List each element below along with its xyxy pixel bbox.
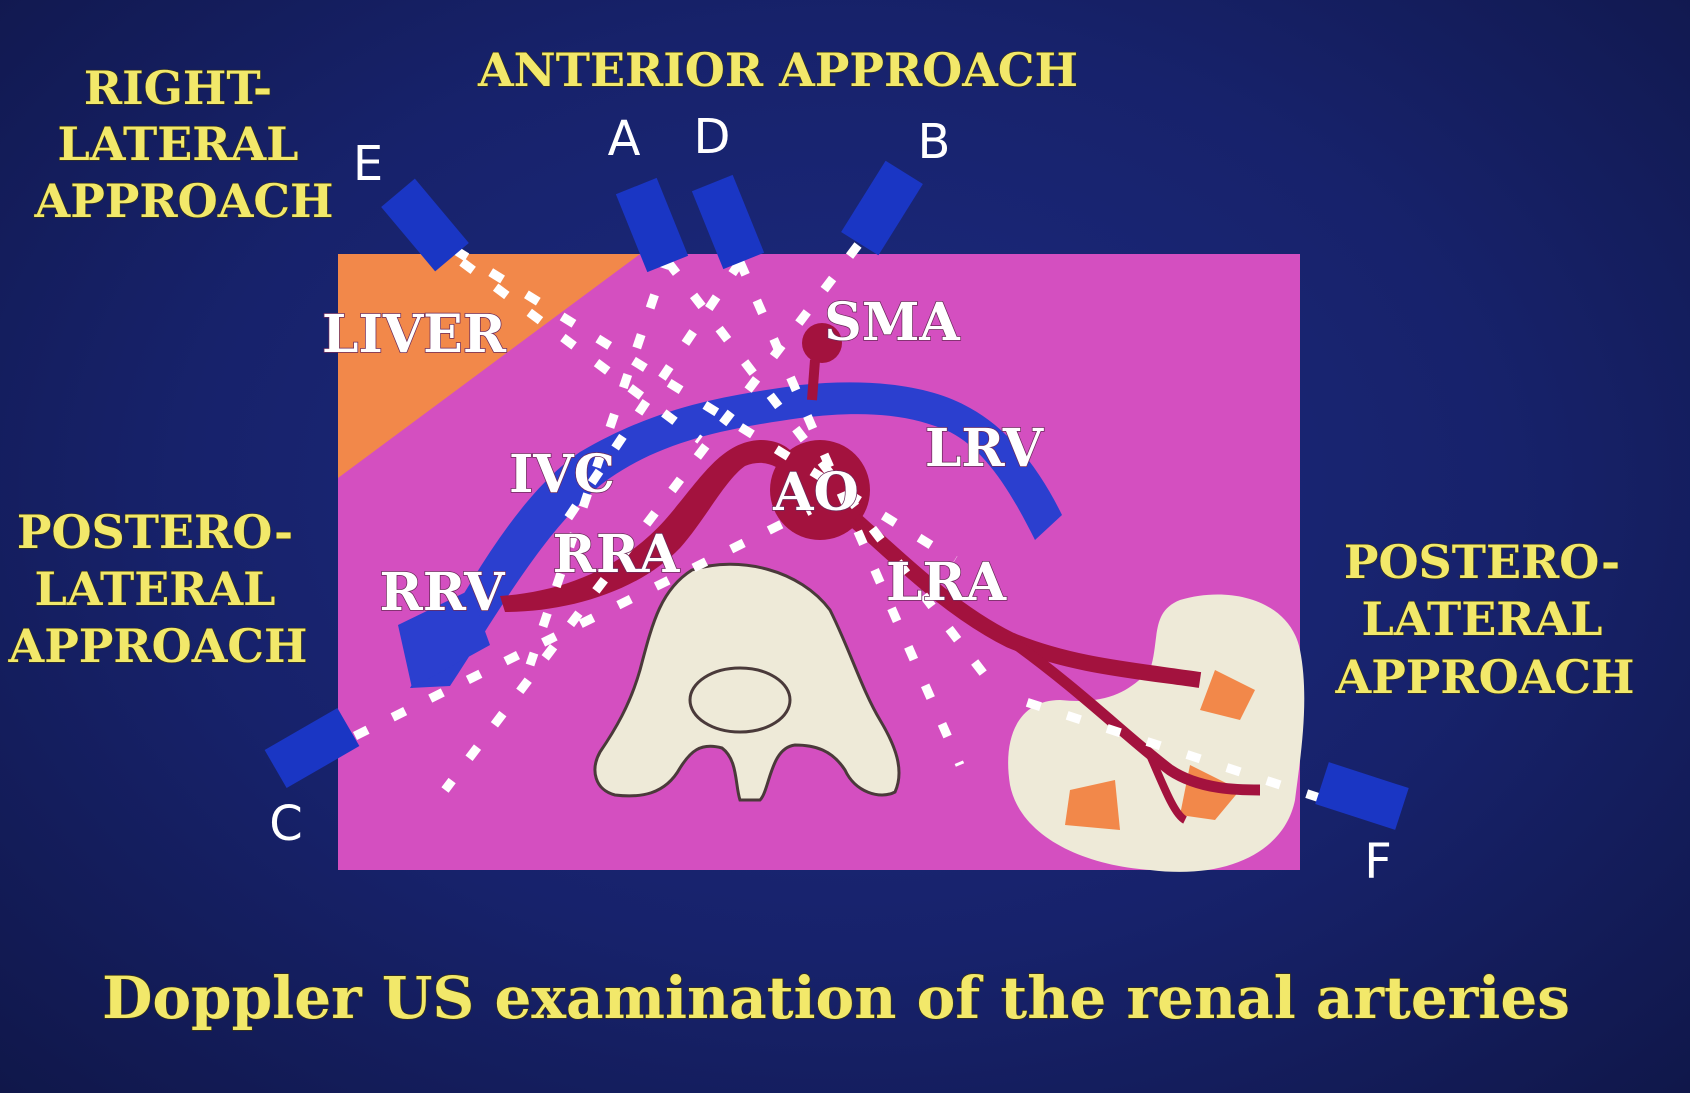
diagram-caption: Doppler US examination of the renal arte…: [102, 964, 1570, 1032]
sma-stem: [812, 360, 815, 400]
probe-label-a: A: [608, 111, 641, 167]
right-lateral-approach-line1: RIGHT-: [84, 61, 272, 115]
sma-label: SMA: [824, 292, 960, 353]
probe-label-b: B: [918, 114, 951, 170]
right-lateral-approach-line2: LATERAL: [57, 117, 298, 171]
postero-lateral-right-line1: POSTERO-: [1344, 535, 1620, 589]
postero-lateral-right-line2: LATERAL: [1361, 592, 1602, 646]
ivc-label: IVC: [509, 444, 615, 505]
anterior-approach-label: ANTERIOR APPROACH: [477, 43, 1078, 97]
right-lateral-approach-line3: APPROACH: [34, 174, 334, 228]
spinal-canal: [690, 668, 790, 732]
lrv-label: LRV: [925, 418, 1045, 479]
liver-label: LIVER: [322, 304, 507, 365]
ao-label: AO: [772, 462, 859, 523]
rra-label: RRA: [553, 524, 680, 585]
postero-lateral-left-line2: LATERAL: [34, 562, 275, 616]
probe-b: [841, 161, 923, 256]
postero-lateral-left-line3: APPROACH: [8, 619, 308, 673]
lra-label: LRA: [886, 552, 1007, 613]
postero-lateral-left-line1: POSTERO-: [17, 505, 293, 559]
probe-label-e: E: [353, 136, 383, 192]
rrv-label: RRV: [380, 562, 507, 623]
probe-label-f: F: [1364, 834, 1392, 890]
probe-label-c: C: [269, 796, 303, 852]
probe-label-d: D: [694, 109, 731, 165]
probe-f: [1315, 762, 1408, 830]
postero-lateral-right-line3: APPROACH: [1335, 650, 1635, 704]
